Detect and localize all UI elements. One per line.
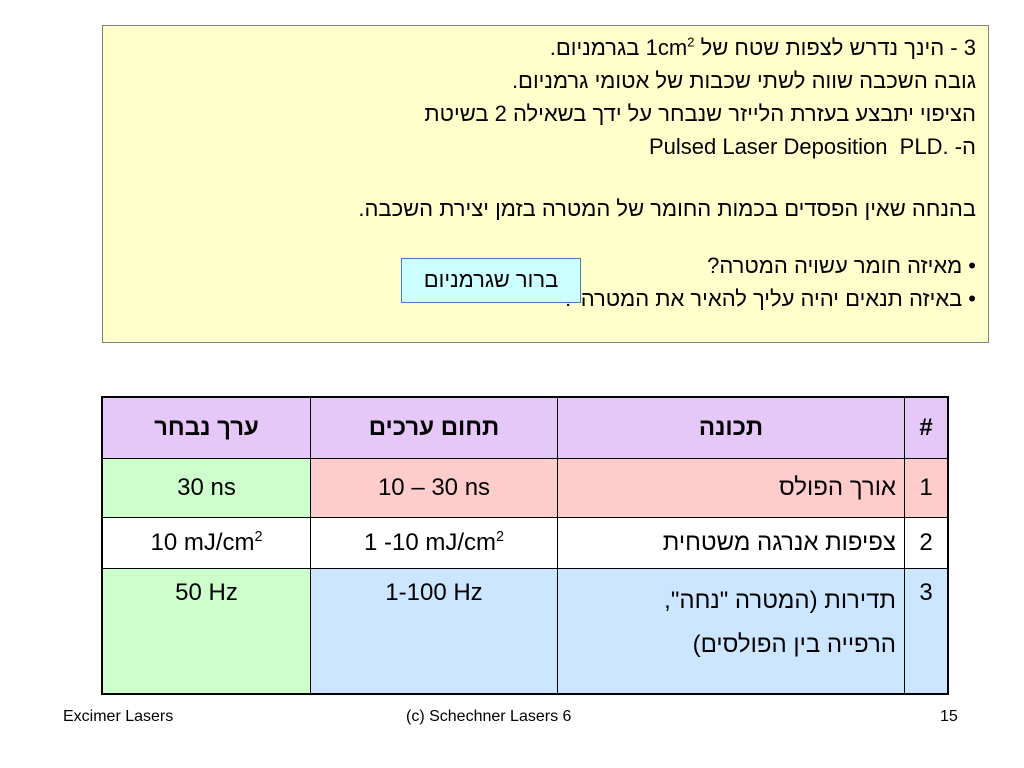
row-range: 1 -10 mJ/cm2 (310, 517, 558, 569)
footer-title: Excimer Lasers (63, 708, 174, 725)
table-header-row: # תכונה תחום ערכים ערך נבחר (101, 396, 949, 459)
header-index: # (904, 396, 949, 459)
area-value: 1cm2 (645, 34, 695, 60)
question-1: •מאיזה חומר עשויה המטרה? (111, 249, 976, 282)
header-range: תחום ערכים (310, 396, 558, 459)
header-chosen-value: ערך נבחר (101, 396, 311, 459)
row-index: 2 (904, 517, 949, 569)
question-2: •באיזה תנאים יהיה עליך להאיר את המטרה ? (111, 282, 976, 315)
parameters-table: # תכונה תחום ערכים ערך נבחר 1 אורך הפולס… (101, 396, 949, 695)
bullet-icon: • (968, 253, 976, 278)
table-row: 3 תדירות (המטרה "נחה", הרפייה בין הפולסי… (101, 568, 949, 695)
problem-text-box: 3 - הינך נדרש לצפות שטח של 1cm2 בגרמניום… (102, 25, 989, 343)
pld-definition: Pulsed Laser Deposition PLD. (648, 134, 949, 159)
row-chosen-value: 50 Hz (101, 568, 311, 695)
row-range: 10 – 30 ns (310, 458, 558, 518)
problem-line-4: ה- Pulsed Laser Deposition PLD. (111, 130, 976, 163)
row-range: 1-100 Hz (310, 568, 558, 695)
row-chosen-value: 30 ns (101, 458, 311, 518)
row-property: תדירות (המטרה "נחה", הרפייה בין הפולסים) (557, 568, 905, 695)
question-1-text: מאיזה חומר עשויה המטרה? (707, 253, 963, 278)
problem-line-1-suffix: בגרמניום. (549, 35, 640, 60)
problem-line-2: גובה השכבה שווה לשתי שכבות של אטומי גרמנ… (511, 68, 976, 93)
problem-line-5: בהנחה שאין הפסדים בכמות החומר של המטרה ב… (358, 196, 976, 221)
row-property: אורך הפולס (557, 458, 905, 518)
row-chosen-value: 10 mJ/cm2 (101, 517, 311, 569)
problem-line-4-prefix: ה- (954, 134, 976, 159)
table-row: 1 אורך הפולס 10 – 30 ns 30 ns (101, 458, 949, 518)
problem-line-1-prefix: 3 - הינך נדרש לצפות שטח של (700, 35, 976, 60)
problem-line-1: 3 - הינך נדרש לצפות שטח של 1cm2 בגרמניום… (111, 31, 976, 64)
row-property-line-1: תדירות (המטרה "נחה", (664, 587, 896, 614)
footer-copyright: (c) Schechner Lasers 6 (406, 708, 572, 725)
row-index: 1 (904, 458, 949, 518)
header-property: תכונה (557, 396, 905, 459)
row-index: 3 (904, 568, 949, 695)
row-property-line-2: הרפייה בין הפולסים) (692, 631, 896, 658)
page-number: 15 (940, 708, 958, 725)
table-row: 2 צפיפות אנרגה משטחית 1 -10 mJ/cm2 10 mJ… (101, 517, 949, 569)
bullet-icon: • (968, 286, 976, 311)
row-property: צפיפות אנרגה משטחית (557, 517, 905, 569)
answer-box-1: ברור שגרמניום (401, 258, 581, 303)
question-2-text: באיזה תנאים יהיה עליך להאיר את המטרה ? (562, 286, 963, 311)
problem-line-3: הציפוי יתבצע בעזרת הלייזר שנבחר על ידך ב… (424, 101, 976, 126)
